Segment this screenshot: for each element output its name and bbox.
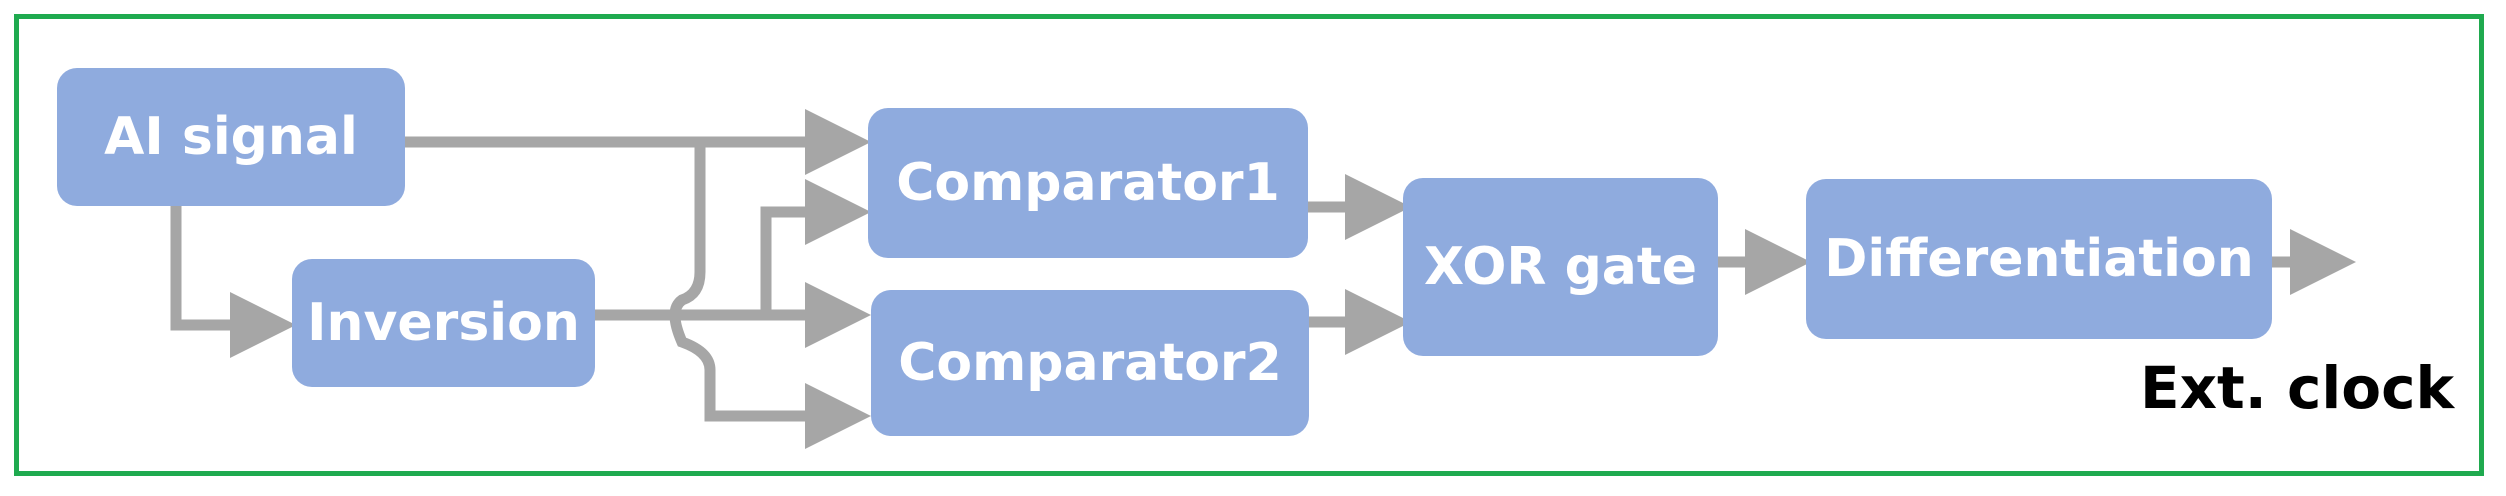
connector-inversion-branch-to-comparator1 (760, 179, 871, 315)
connector-ai-to-inversion (170, 206, 296, 358)
diagram-frame (14, 14, 2484, 476)
inversion-block: Inversion (292, 259, 595, 387)
ext-clock-label: Ext. clock (2140, 354, 2455, 422)
comparator2-block: Comparator2 (871, 290, 1309, 436)
xor-gate-block: XOR gate (1403, 178, 1718, 356)
ai-signal-block: AI signal (57, 68, 405, 206)
differentiation-block: Differentiation (1806, 179, 2272, 339)
comparator1-block: Comparator1 (868, 108, 1308, 258)
